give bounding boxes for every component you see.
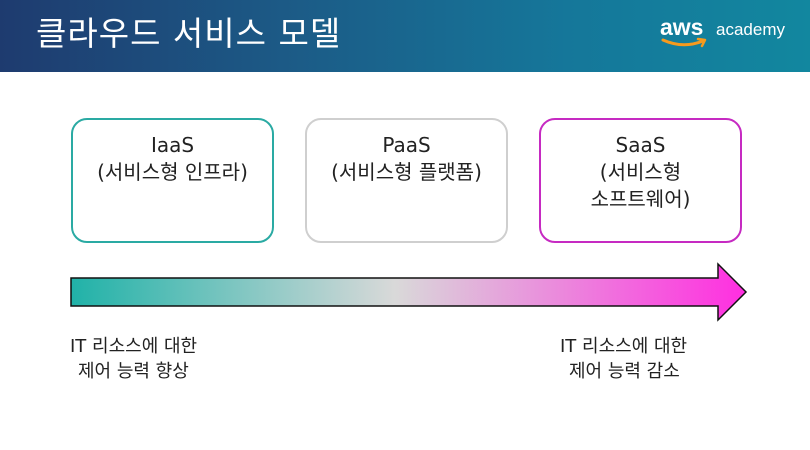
saas-description-line-2: 소프트웨어) [590, 187, 691, 211]
aws-academy-logo: aws academy [660, 14, 785, 54]
iaas-description: (서비스형 인프라) [97, 160, 248, 184]
logo-academy-text: academy [716, 20, 785, 39]
iaas-card: IaaS (서비스형 인프라) [71, 118, 274, 243]
logo-aws-text: aws [660, 14, 704, 40]
page-title: 클라우드 서비스 모델 [36, 14, 342, 53]
saas-card: SaaS (서비스형 소프트웨어) [539, 118, 742, 243]
saas-name: SaaS [615, 133, 666, 157]
decreased-control-note: IT 리소스에 대한 제어 능력 감소 [560, 334, 687, 384]
paas-description: (서비스형 플랫폼) [331, 160, 482, 184]
iaas-name: IaaS [150, 133, 195, 157]
smile-arrow-icon [661, 37, 707, 48]
decreased-control-line-1: IT 리소스에 대한 [560, 336, 688, 357]
control-spectrum-arrow [70, 262, 748, 322]
paas-name: PaaS [382, 133, 431, 157]
paas-card: PaaS (서비스형 플랫폼) [305, 118, 508, 243]
header-banner: 클라우드 서비스 모델 aws academy [0, 0, 810, 72]
increased-control-line-1: IT 리소스에 대한 [70, 336, 198, 357]
saas-description-line-1: (서비스형 [599, 160, 682, 184]
decreased-control-line-2: 제어 능력 감소 [569, 361, 680, 382]
increased-control-line-2: 제어 능력 향상 [78, 361, 189, 382]
increased-control-note: IT 리소스에 대한 제어 능력 향상 [70, 334, 197, 384]
